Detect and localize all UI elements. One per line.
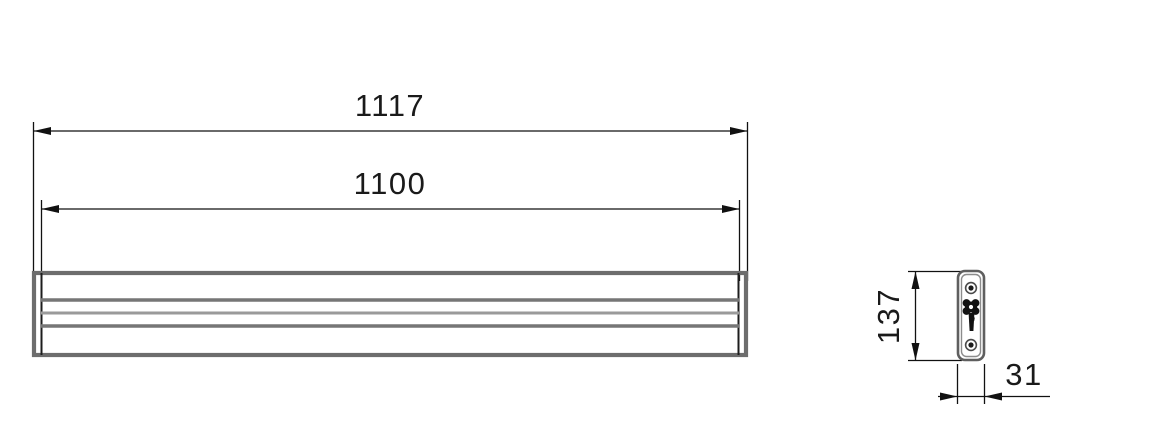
screw-hole-top [964,281,978,295]
screw-core-top [968,285,974,291]
front-elevation-view: 1117 1100 [31,88,749,358]
arrow-head-left-1100 [41,205,59,213]
arrow-head-left-1117 [33,127,51,135]
arrow-head-top-137 [911,271,920,289]
rail-profile [31,270,749,358]
arrow-head-bottom-137 [911,343,920,361]
dimension-label-inner-length: 1100 [354,166,427,201]
dimension-inner-length: 1100 [41,166,740,213]
end-bracket-view: 137 31 [871,269,1050,404]
dimension-label-overall-length: 1117 [355,88,425,123]
profile-outer-frame [31,270,749,358]
arrow-head-right-1117 [730,127,748,135]
end-bracket-body [956,269,986,362]
keyhole-latch-icon [962,299,980,331]
dimension-label-bracket-height: 137 [871,288,906,344]
dimension-bracket-height: 137 [871,271,920,361]
arrow-head-left-31 [940,392,958,401]
arrow-head-right-31 [984,392,1002,401]
screw-hole-bottom [964,338,978,352]
dimension-label-bracket-width: 31 [1005,357,1042,392]
bracket-inner-outline [960,273,982,358]
arrow-head-right-1100 [722,205,740,213]
dimension-bracket-width: 31 [938,357,1050,401]
screw-core-bottom [968,342,974,348]
dimension-overall-length: 1117 [33,88,748,135]
